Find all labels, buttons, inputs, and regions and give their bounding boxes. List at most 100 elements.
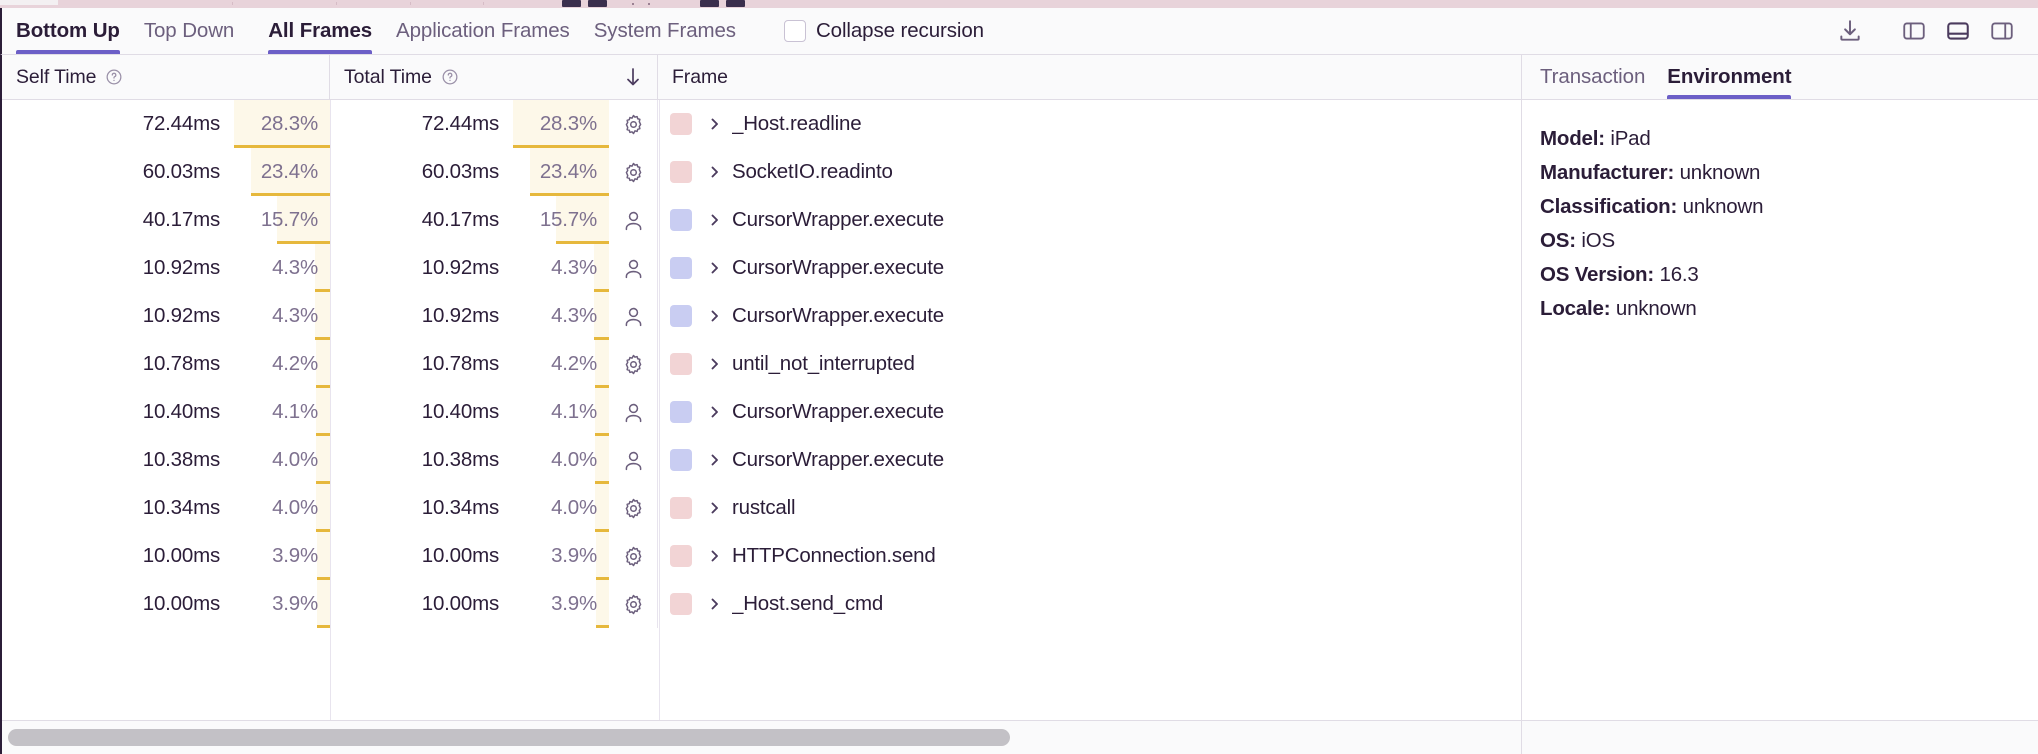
table-empty-space [2,628,1521,720]
minimap-tick [483,2,484,5]
environment-detail-value: unknown [1679,161,1761,184]
tab-top-down[interactable]: Top Down [144,8,234,54]
column-header-frame-label: Frame [672,65,728,88]
environment-detail-value: iPad [1610,127,1651,150]
percent-bar [594,385,609,388]
chevron-right-icon[interactable] [706,548,722,564]
column-header-frame[interactable]: Frame [658,55,1521,99]
gear-icon[interactable] [609,100,657,148]
environment-detail-row: Manufacturer: unknown [1540,156,2020,190]
panel-bottom-icon[interactable] [1936,9,1980,53]
self-time-value: 10.78ms [142,352,220,375]
tab-system-frames[interactable]: System Frames [594,8,736,54]
chevron-right-icon[interactable] [706,116,722,132]
tab-application-frames[interactable]: Application Frames [396,8,570,54]
chevron-right-icon[interactable] [706,308,722,324]
person-icon[interactable] [609,388,657,436]
chevron-right-icon[interactable] [706,404,722,420]
percent-fill [316,388,330,436]
total-time-percent: 4.0% [513,436,609,484]
gear-icon[interactable] [609,148,657,196]
cell-frame: CursorWrapper.execute [658,436,1521,484]
percent-bar [595,433,609,436]
minimap-tick [336,2,337,5]
chevron-right-icon[interactable] [706,164,722,180]
self-time-value: 60.03ms [142,160,220,183]
total-time-value: 72.44ms [421,112,499,135]
column-header-total-time[interactable]: Total Time [330,55,658,99]
chevron-right-icon[interactable] [706,500,722,516]
collapse-recursion-checkbox[interactable] [783,20,806,42]
percent-label: 3.9% [551,544,597,567]
gear-icon[interactable] [609,340,657,388]
self-time-value: 10.38ms [142,448,220,471]
toolbar-actions [1828,8,2024,54]
tab-transaction[interactable]: Transaction [1540,55,1645,99]
panel-left-icon[interactable] [1892,9,1936,53]
percent-bar [315,337,330,340]
environment-detail-row: Classification: unknown [1540,190,2020,224]
help-icon[interactable] [441,68,459,86]
chevron-right-icon[interactable] [706,452,722,468]
chevron-right-icon[interactable] [706,596,722,612]
tab-bottom-up[interactable]: Bottom Up [16,8,120,54]
sort-descending-icon[interactable] [623,66,643,88]
percent-bar [595,481,609,484]
tab-environment[interactable]: Environment [1667,55,1792,99]
download-icon[interactable] [1828,9,1872,53]
environment-detail-value: unknown [1682,195,1764,218]
table-header-row: Self Time Total Time [2,55,1521,100]
column-header-self-time[interactable]: Self Time [2,55,330,99]
cell-frame: CursorWrapper.execute [658,244,1521,292]
horizontal-scrollbar[interactable] [2,720,1521,754]
percent-fill [595,580,609,628]
self-time-percent: 4.3% [234,292,330,340]
flamegraph-minimap-strip[interactable] [0,0,2038,8]
cell-frame: until_not_interrupted [658,340,1521,388]
horizontal-scrollbar-thumb[interactable] [8,729,1011,746]
gear-icon[interactable] [609,580,657,628]
total-time-percent: 4.3% [513,292,609,340]
total-time-percent: 4.3% [513,244,609,292]
percent-fill [315,340,330,388]
percent-label: 4.3% [272,304,318,327]
collapse-recursion-toggle[interactable]: Collapse recursion [783,19,984,43]
person-icon[interactable] [609,292,657,340]
percent-fill [234,100,330,148]
panel-right-icon[interactable] [1980,9,2024,53]
total-time-percent: 15.7% [513,196,609,244]
frame-name: CursorWrapper.execute [732,400,944,423]
person-icon[interactable] [609,436,657,484]
gear-icon[interactable] [609,532,657,580]
chevron-right-icon[interactable] [706,356,722,372]
chevron-right-icon[interactable] [706,260,722,276]
side-panel-footer [1522,720,2038,754]
cell-frame: _Host.readline [658,100,1521,148]
help-icon[interactable] [105,68,123,86]
percent-fill [594,340,609,388]
self-time-value: 10.00ms [142,592,220,615]
chevron-right-icon[interactable] [706,212,722,228]
tab-all-frames[interactable]: All Frames [268,8,372,54]
gear-icon[interactable] [609,484,657,532]
person-icon[interactable] [609,196,657,244]
percent-bar [594,337,609,340]
person-icon[interactable] [609,244,657,292]
percent-label: 4.3% [551,256,597,279]
